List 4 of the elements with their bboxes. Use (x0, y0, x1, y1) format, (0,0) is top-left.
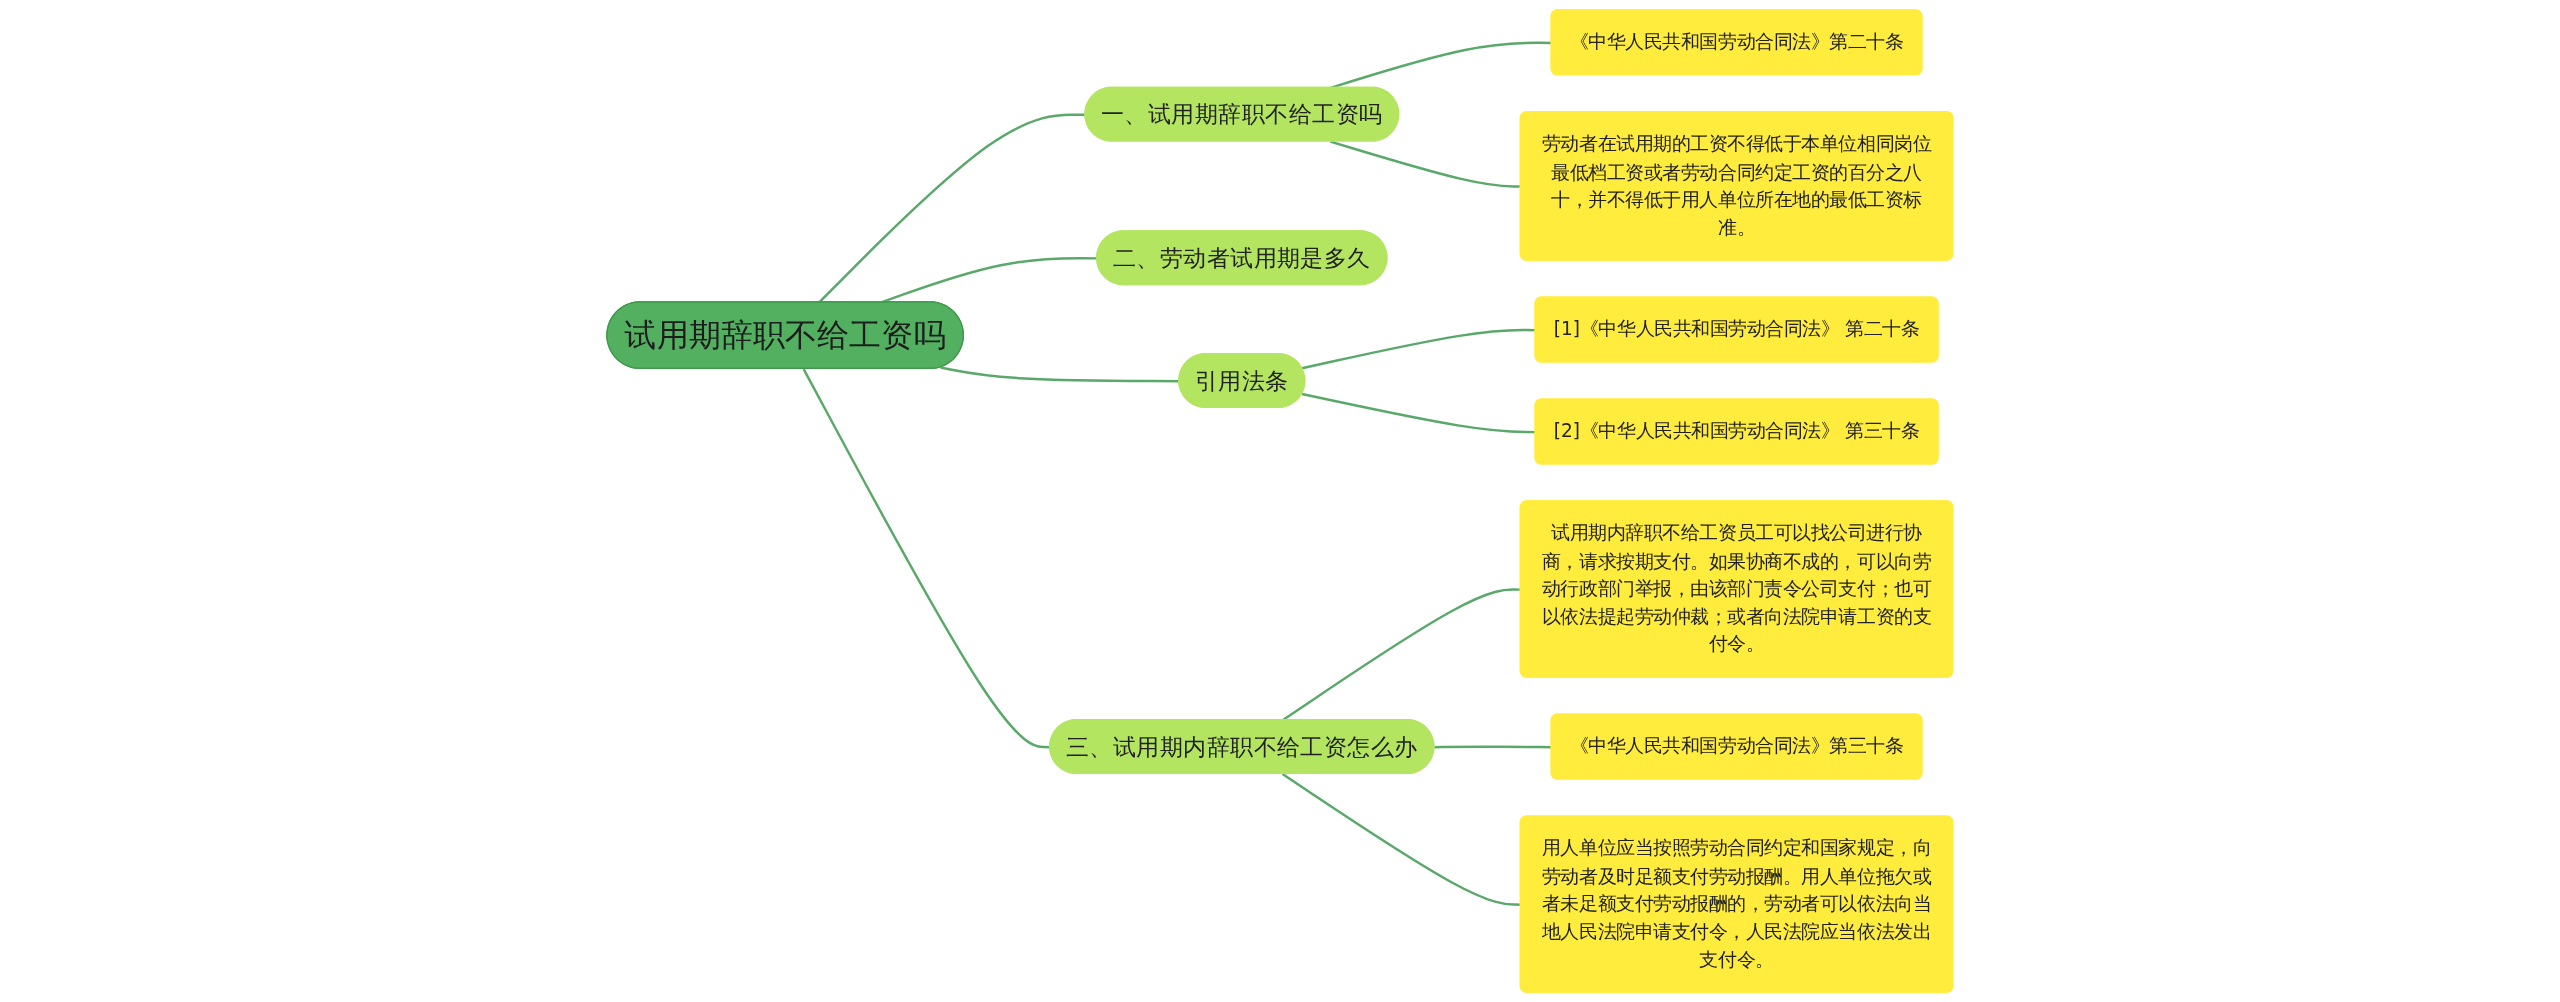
connector (1434, 745, 1552, 749)
connector (1301, 328, 1536, 370)
connector (1301, 392, 1536, 434)
connector (940, 366, 1180, 383)
